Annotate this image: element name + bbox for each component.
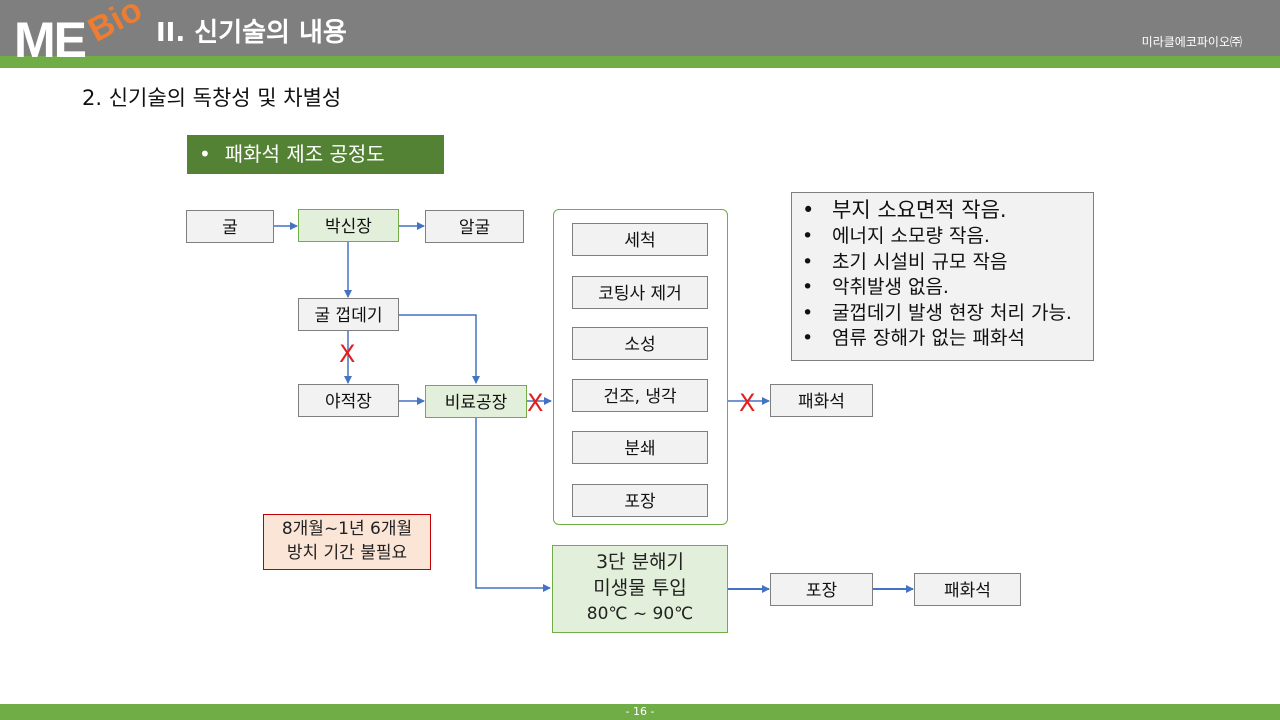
storage-period-note: 8개월~1년 6개월 방치 기간 불필요 (263, 514, 431, 570)
process-step: 분쇄 (572, 431, 708, 464)
footer-bar (0, 704, 1280, 720)
node-packing-label: 포장 (805, 581, 838, 601)
process-step: 건조, 냉각 (572, 379, 708, 412)
node-fertilizer-plant: 비료공장 (425, 385, 527, 418)
node-shucking: 박신장 (298, 209, 399, 242)
advantages-box: •부지 소요면적 작음. •에너지 소모량 작음. •초기 시설비 규모 작음 … (791, 192, 1094, 361)
advantage-item: • 염류 장해가 없는 패화석 (802, 326, 1093, 352)
node-shucked-oyster: 알굴 (425, 210, 524, 243)
node-product-bottom: 패화석 (914, 573, 1021, 606)
digester-line: 3단 분해기 (595, 551, 685, 573)
process-container (553, 209, 728, 525)
advantage-item: • 에너지 소모량 작음. (802, 224, 1093, 250)
header-bar (0, 0, 1280, 56)
bullet: • (802, 198, 815, 222)
advantage-item: • 악취발생 없음. (802, 275, 1093, 301)
arrow-shell-to-fertilizer (399, 314, 480, 384)
advantage-text: 초기 시설비 규모 작음 (832, 250, 1008, 273)
node-digester: 3단 분해기 미생물 투입 80℃ ~ 90℃ (552, 545, 728, 633)
advantage-text: 염류 장해가 없는 패화석 (832, 327, 1025, 349)
process-step: 코팅사 제거 (572, 276, 708, 309)
process-step: 세척 (572, 223, 708, 256)
advantage-text: 악취발생 없음. (832, 276, 949, 298)
node-open-yard-label: 야적장 (325, 392, 372, 412)
node-product-top-label: 패화석 (798, 392, 845, 412)
bullet: • (802, 301, 814, 324)
section-title: II. 신기술의 내용 (156, 18, 347, 48)
note-line: 방치 기간 불필요 (286, 543, 408, 563)
process-step-label: 소성 (624, 335, 656, 355)
node-oyster: 굴 (186, 210, 274, 243)
node-oyster-label: 굴 (222, 218, 238, 238)
x-mark-process-to-product: X (739, 389, 756, 417)
node-product-top: 패화석 (770, 384, 873, 417)
advantage-text: 에너지 소모량 작음. (832, 225, 990, 247)
node-oyster-shell-label: 굴 껍데기 (314, 306, 383, 326)
banner-bullet: • (199, 142, 211, 166)
bullet: • (802, 276, 814, 298)
page-subtitle: 2. 신기술의 독창성 및 차별성 (82, 86, 342, 110)
header-accent-stripe (0, 56, 1280, 68)
bullet: • (802, 225, 814, 247)
process-step-label: 건조, 냉각 (603, 387, 677, 407)
node-packing: 포장 (770, 573, 873, 606)
node-open-yard: 야적장 (298, 384, 399, 417)
banner-text: 패화석 제조 공정도 (224, 142, 385, 166)
advantage-item: • 초기 시설비 규모 작음 (802, 250, 1093, 276)
arrow-fertilizer-to-digester (475, 418, 551, 592)
node-oyster-shell: 굴 껍데기 (298, 298, 399, 331)
advantage-text: 부지 소요면적 작음. (832, 198, 1007, 222)
digester-line: 80℃ ~ 90℃ (586, 604, 694, 624)
node-fertilizer-plant-label: 비료공장 (444, 393, 508, 413)
bullet: • (802, 250, 814, 273)
logo-me: ME (14, 12, 87, 68)
x-mark-fertilizer-to-process: X (527, 389, 544, 417)
bullet: • (802, 327, 814, 349)
advantage-item: • 굴껍데기 발생 현장 처리 가능. (802, 301, 1093, 327)
process-step: 포장 (572, 484, 708, 517)
digester-line: 미생물 투입 (593, 577, 687, 599)
process-step: 소성 (572, 327, 708, 360)
x-mark-shell-to-yard: X (339, 340, 356, 368)
process-step-label: 세척 (624, 231, 656, 251)
page-number: - 16 - (625, 705, 655, 718)
process-step-label: 코팅사 제거 (598, 284, 682, 304)
process-step-label: 포장 (624, 492, 656, 512)
node-shucking-label: 박신장 (325, 217, 372, 237)
advantage-text: 굴껍데기 발생 현장 처리 가능. (832, 301, 1072, 324)
process-step-label: 분쇄 (624, 439, 656, 459)
advantage-item: • 부지 소요면적 작음. (802, 196, 1093, 224)
company-name: 미라클에코파이오㈜ (1141, 35, 1242, 49)
node-shucked-oyster-label: 알굴 (458, 218, 491, 238)
process-banner: • 패화석 제조 공정도 (187, 135, 444, 174)
note-line: 8개월~1년 6개월 (281, 519, 413, 539)
node-product-bottom-label: 패화석 (944, 581, 991, 601)
advantages-list: •부지 소요면적 작음. •에너지 소모량 작음. •초기 시설비 규모 작음 … (802, 196, 1093, 352)
